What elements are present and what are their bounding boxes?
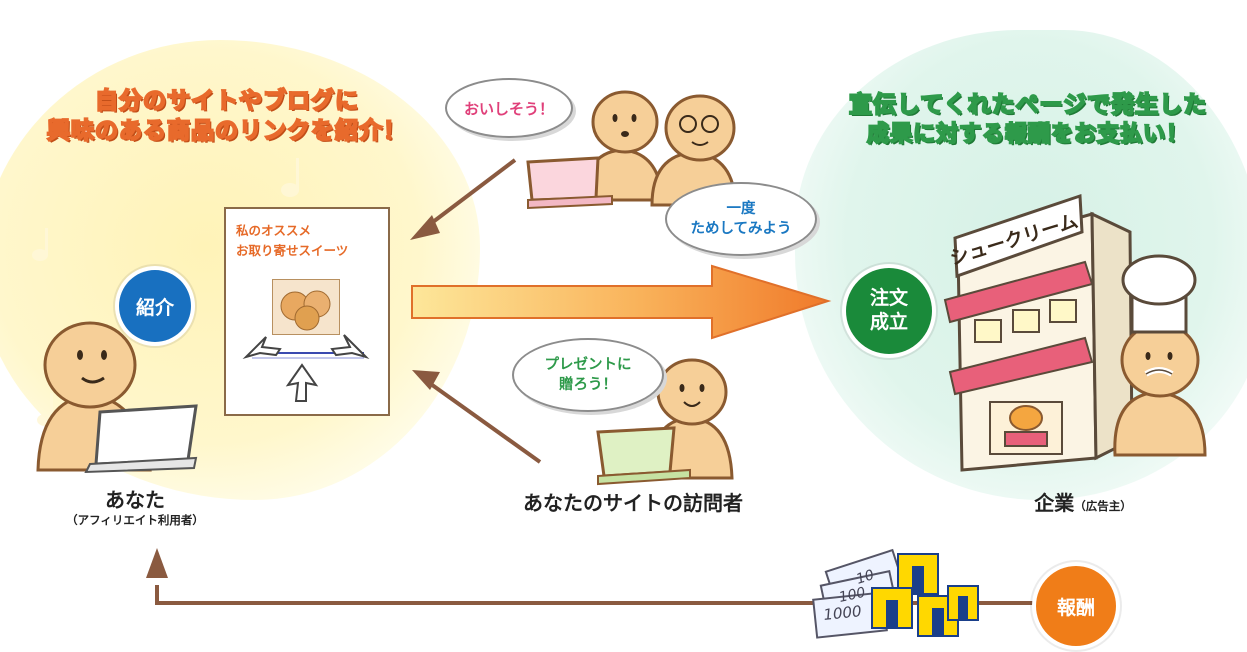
- introduce-badge-label: 紹介: [135, 296, 174, 319]
- right-headline-line1: 宣伝してくれたページで発生した: [848, 91, 1208, 119]
- label-you-sub: （アフィリエイト利用者）: [66, 513, 204, 527]
- visitor-character-2-glasses: [650, 94, 737, 207]
- speech-bubble-present: プレゼントに 贈ろう！: [512, 338, 664, 412]
- reward-badge: 報酬: [1036, 566, 1116, 646]
- t-point-blocks-icon: [871, 553, 979, 637]
- reward-return-arrow: [146, 548, 1036, 605]
- bill-value-10: 10: [854, 567, 876, 588]
- bill-value-100: 100: [838, 585, 868, 606]
- bubble-try-line1: 一度: [726, 200, 756, 217]
- introduce-badge: 紹介: [119, 270, 191, 342]
- right-headline: 宣伝してくれたページで発生した 成果に対する報酬をお支払い！: [818, 90, 1238, 149]
- bubble-present-line2: 贈ろう！: [559, 377, 617, 393]
- right-headline-line2: 成果に対する報酬をお支払い！: [866, 121, 1189, 148]
- left-headline-line2: 興味のある商品のリンクを紹介！: [46, 117, 407, 145]
- music-note-icon: [32, 158, 299, 426]
- label-visitors: あなたのサイトの訪問者: [523, 491, 743, 515]
- card-title: 私のオススメ お取り寄せスイーツ: [236, 221, 386, 261]
- left-headline: 自分のサイトやブログに 興味のある商品のリンクを紹介！: [22, 86, 432, 147]
- speech-bubble-oishi: おいしそう！: [445, 78, 573, 138]
- recommendation-page-card: 私のオススメ お取り寄せスイーツ: [224, 207, 390, 416]
- card-title-line2: お取り寄せスイーツ: [236, 243, 349, 258]
- bubble-try-line2: ためしてみよう: [690, 221, 792, 237]
- label-company-group: 企業（広告主）: [998, 487, 1168, 516]
- big-orange-arrow: [411, 264, 832, 340]
- bubble-oishi-text: おいしそう！: [463, 99, 554, 118]
- arrow-visitor2-to-card: [412, 370, 542, 464]
- green-laptop-icon: [596, 426, 691, 486]
- link-cursor-icons: [242, 334, 370, 402]
- label-company-sub: （広告主）: [1074, 499, 1132, 513]
- bill-value-1000: 1000: [823, 602, 863, 624]
- speech-bubble-try: 一度 ためしてみよう: [665, 182, 817, 256]
- laptop-icon: [84, 404, 198, 474]
- cream-puff-icon: [280, 290, 331, 331]
- arrow-visitor-to-card: [410, 158, 517, 240]
- chef-character: [1113, 254, 1207, 457]
- order-badge-line1: 注文: [869, 287, 908, 310]
- order-complete-badge: 注文 成立: [846, 268, 932, 354]
- pink-laptop-icon: [526, 156, 613, 210]
- money-bills-icon: [812, 548, 906, 639]
- card-title-line1: 私のオススメ: [236, 223, 312, 238]
- reward-badge-label: 報酬: [1056, 596, 1095, 619]
- label-you: あなた: [105, 488, 165, 512]
- cream-puff-shop-building: [943, 193, 1134, 472]
- bubble-present-line1: プレゼントに: [544, 356, 632, 373]
- label-company: 企業: [1034, 491, 1075, 515]
- sweets-photo: [272, 279, 340, 335]
- left-headline-line1: 自分のサイトやブログに: [94, 87, 359, 115]
- order-badge-line2: 成立: [869, 311, 908, 333]
